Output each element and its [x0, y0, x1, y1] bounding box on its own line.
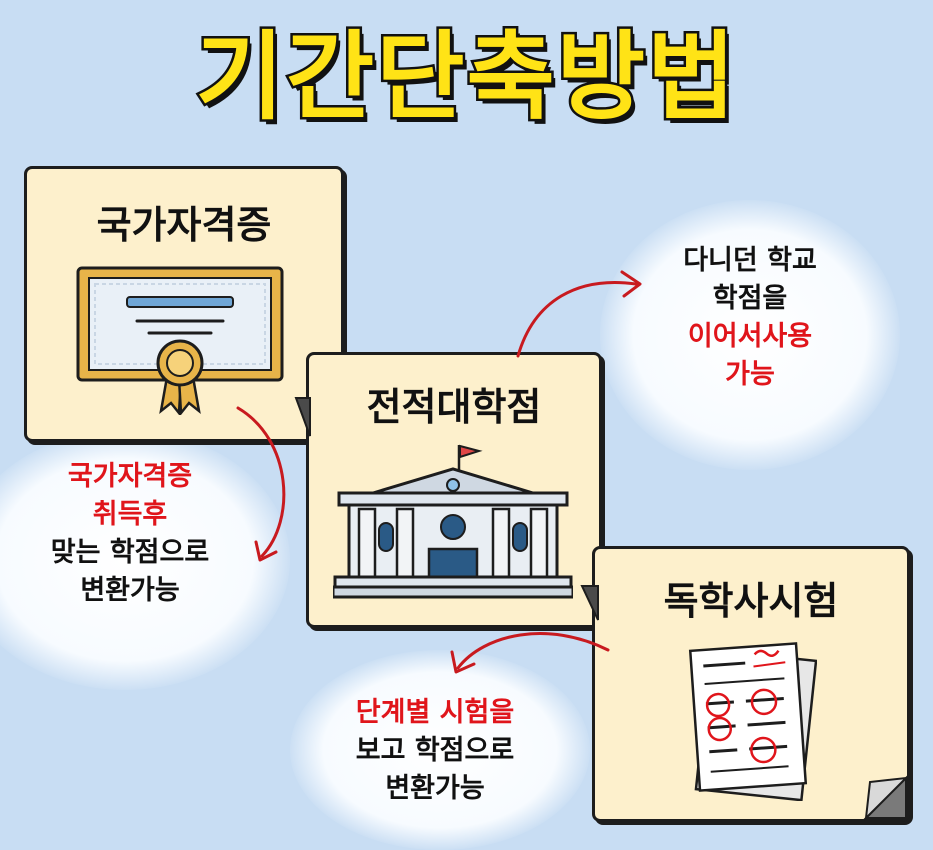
university-building-icon [333, 444, 573, 599]
callout-transfer-line2: 학점을 [712, 283, 788, 314]
callout-exam-line1: 단계별 시험을 [355, 697, 515, 728]
card-title-national-license: 국가자격증 [96, 203, 272, 247]
callout-transfer: 다니던 학교 학점을 이어서사용 가능 [640, 242, 860, 394]
card-national-license: 국가자격증 [24, 166, 344, 442]
callout-exam-line3: 변환가능 [385, 773, 485, 804]
callout-license: 국가자격증 취득후 맞는 학점으로 변환가능 [0, 458, 260, 610]
callout-license-line4: 변환가능 [80, 575, 180, 606]
callout-license-line3: 맞는 학점으로 [50, 537, 210, 568]
card-title-self-study-exam: 독학사시험 [663, 579, 839, 623]
page-title: 기간단축방법 [193, 20, 738, 135]
callout-exam-line2: 보고 학점으로 [355, 735, 515, 766]
callout-transfer-line3: 이어서사용 [687, 321, 813, 352]
card-self-study-exam: 독학사시험 [592, 546, 910, 822]
callout-exam: 단계별 시험을 보고 학점으로 변환가능 [300, 694, 570, 808]
card-transfer-credits: 전적대학점 [306, 352, 602, 628]
graded-exam-paper-icon [688, 642, 817, 801]
certificate-icon [76, 266, 284, 415]
cloud-transfer-callout [600, 200, 900, 470]
callout-transfer-line1: 다니던 학교 [683, 245, 817, 276]
card-title-transfer-credits: 전적대학점 [366, 385, 542, 429]
callout-license-line1: 국가자격증 [67, 461, 193, 492]
callout-license-line2: 취득후 [92, 499, 168, 530]
callout-transfer-line4: 가능 [725, 359, 775, 390]
cloud-exam-callout [290, 650, 590, 850]
